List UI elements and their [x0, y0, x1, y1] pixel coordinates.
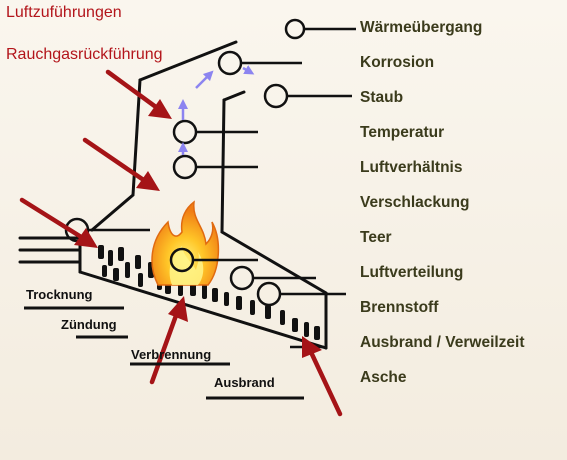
flame-icon: [151, 200, 220, 286]
air-inlet-arrow: [302, 336, 343, 417]
measurement-point-circle: [256, 281, 282, 307]
air-supply-title: Luftzuführungen: [6, 4, 122, 21]
factor-heat-transfer: Wärmeübergang: [360, 19, 483, 36]
measurement-point-circle: [229, 265, 255, 291]
air-inlet-arrow: [105, 69, 172, 119]
air-inlet-arrow: [19, 197, 98, 248]
measurement-point-circle: [284, 18, 306, 40]
air-inlet-arrow: [82, 137, 160, 191]
zone-burnout: Ausbrand: [214, 375, 275, 390]
flue-gas-flow-arrow: [242, 65, 255, 75]
flue-gas-recirculation-title: Rauchgasrückführung: [6, 46, 163, 63]
factor-burnout-residence-time: Ausbrand / Verweilzeit: [360, 334, 525, 351]
factor-dust: Staub: [360, 89, 404, 106]
measurement-point-circle: [172, 119, 198, 145]
factor-slagging: Verschlackung: [360, 194, 470, 211]
flue-gas-flow-arrow: [195, 70, 214, 89]
air-inlet-arrow: [149, 296, 188, 385]
measurement-point-circle: [217, 50, 243, 76]
factor-air-ratio: Luftverhältnis: [360, 159, 463, 176]
zone-ignition: Zündung: [61, 317, 117, 332]
measurement-point-circle: [263, 83, 289, 109]
zone-underlines: [24, 306, 304, 400]
factor-temperature: Temperatur: [360, 124, 445, 141]
measurement-point-circle: [172, 154, 198, 180]
factor-fuel: Brennstoff: [360, 299, 439, 316]
zone-combustion: Verbrennung: [131, 347, 212, 362]
factor-ash: Asche: [360, 369, 407, 386]
factor-tar: Teer: [360, 229, 392, 246]
factor-corrosion: Korrosion: [360, 54, 435, 71]
zone-drying: Trocknung: [26, 287, 93, 302]
air-inlet-arrows: [19, 69, 343, 417]
factor-air-distribution: Luftverteilung: [360, 264, 464, 281]
furnace-outline: [18, 40, 328, 350]
flue-gas-flow-arrows: [178, 65, 255, 155]
measurement-points: [64, 18, 356, 349]
